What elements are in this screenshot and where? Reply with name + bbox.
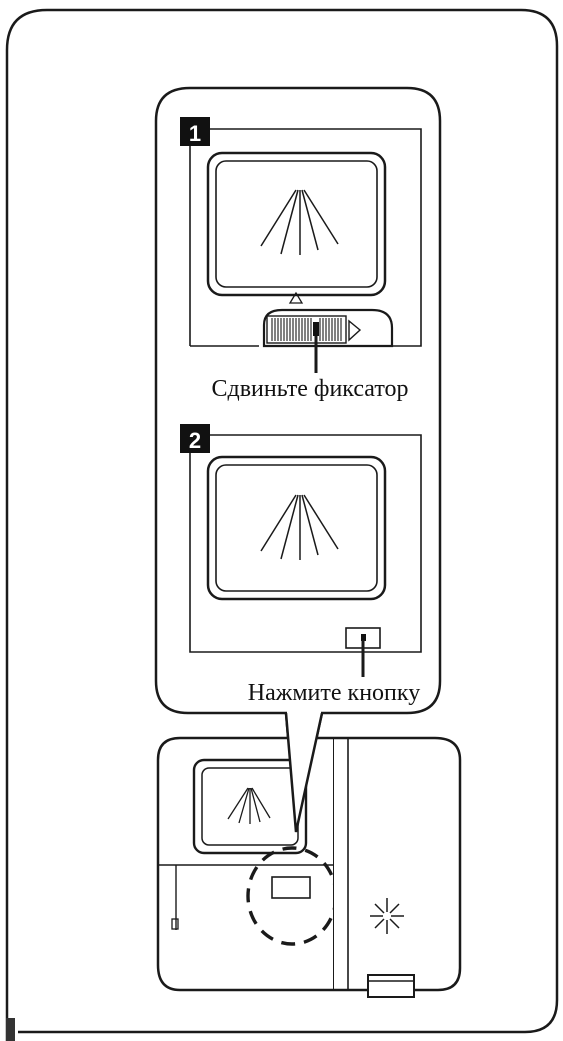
step-2-number: 2 xyxy=(189,428,201,453)
step-2-window-inner xyxy=(215,464,378,592)
frame-corner-mark xyxy=(6,1018,15,1041)
step-1-caption: Сдвиньте фиксатор xyxy=(211,376,408,402)
spray-icon xyxy=(260,494,339,560)
dispenser-unit xyxy=(156,736,462,998)
triangle-up-icon xyxy=(288,291,304,304)
outer-frame xyxy=(5,8,559,1041)
step-2-badge xyxy=(180,424,210,453)
door-latch xyxy=(367,974,415,998)
step-2-caption: Нажмите кнопку xyxy=(248,680,420,706)
step-1-window-inner xyxy=(215,160,378,288)
step-2-panel: 2 Нажмите кнопку xyxy=(180,424,422,706)
spray-icon xyxy=(227,787,271,824)
step-1-badge xyxy=(180,117,210,146)
latch-slider xyxy=(262,308,394,348)
snowflake-icon xyxy=(370,898,404,934)
unit-release-button xyxy=(271,876,311,899)
step-1-panel: 1 xyxy=(180,117,422,402)
release-arrow-icon xyxy=(348,319,362,342)
step-1-number: 1 xyxy=(189,121,201,146)
spray-icon xyxy=(260,189,339,255)
step-2-window-outer xyxy=(206,455,387,601)
